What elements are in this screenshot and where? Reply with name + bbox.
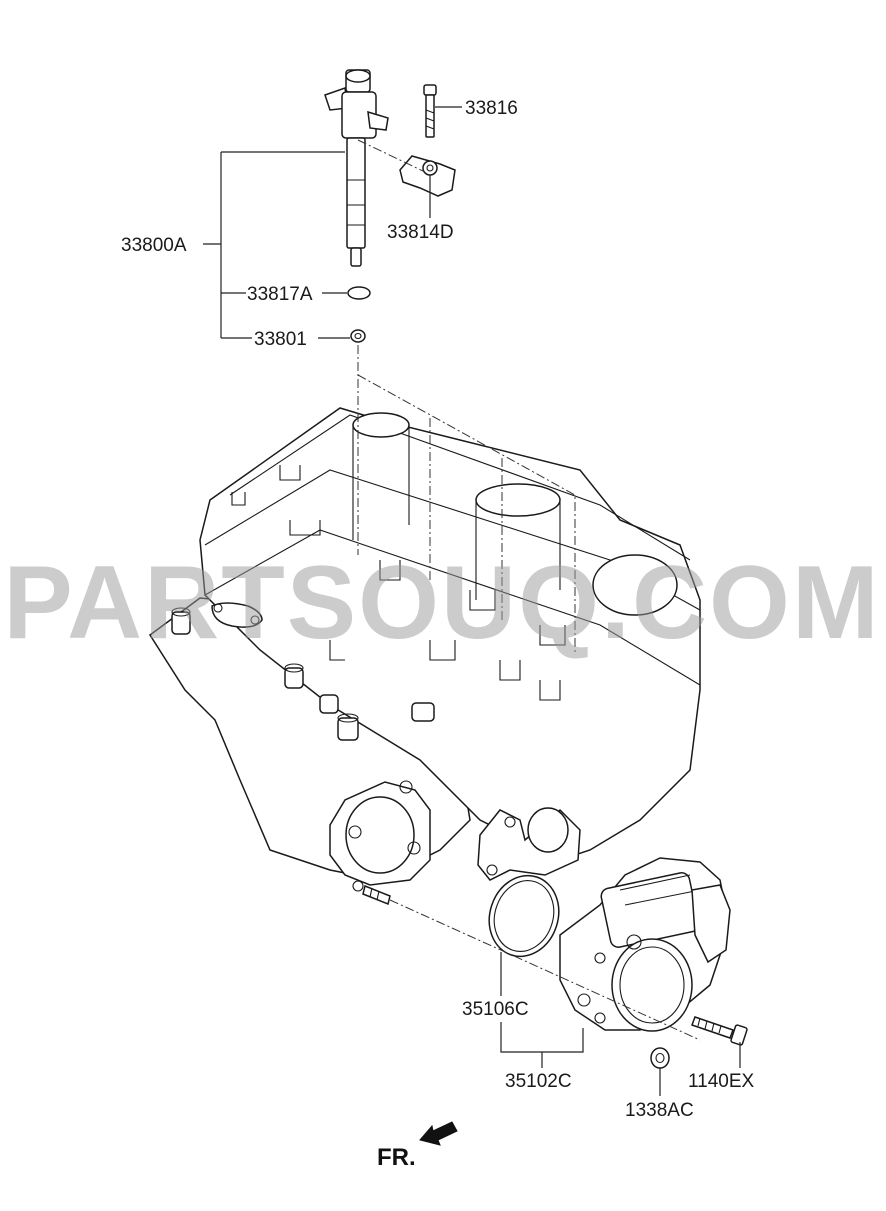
throttle-gasket-35106c [488,874,560,958]
front-direction-label: FR. [377,1144,416,1171]
label-33800a: 33800A [121,235,187,256]
front-direction-indicator: FR. [377,1121,458,1171]
injector-clamp-33814d [399,155,456,197]
label-1140ex: 1140EX [688,1071,755,1092]
label-33801: 33801 [254,329,307,350]
label-1338ac: 1338AC [625,1100,694,1121]
o-ring-33817a [347,286,371,300]
throttle-body-35102c [559,857,731,1032]
label-33814d: 33814D [387,222,454,243]
assembly-center-lines [357,139,701,1041]
label-35102c: 35102C [505,1071,572,1092]
flange-bolt-1140ex [691,1016,748,1046]
clamp-bolt-33816 [423,84,437,138]
stud-bolt [362,884,391,906]
fuel-injector-33800a [324,69,389,267]
front-arrow-icon [419,1121,458,1146]
label-33816: 33816 [465,98,518,119]
watermark-text: PARTSOUQ.COM [3,545,880,661]
nut-1338ac [650,1047,670,1069]
label-33817a: 33817A [247,284,313,305]
washer-33801 [350,329,366,343]
leader-lines [203,106,741,1096]
label-35106c: 35106C [462,999,529,1020]
